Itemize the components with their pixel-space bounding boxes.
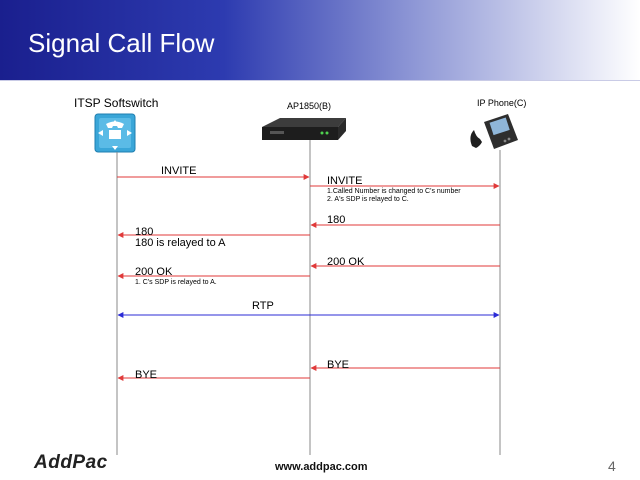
ok-note: 1. C's SDP is relayed to A. — [135, 279, 217, 286]
ok-c-to-b-label: 200 OK — [327, 256, 365, 268]
ip-phone-icon — [470, 114, 518, 149]
ok-b-to-a-label: 200 OK — [135, 266, 173, 278]
page-number: 4 — [608, 458, 616, 474]
ringing-c-to-b-label: 180 — [327, 214, 346, 226]
phone-label: IP Phone(C) — [477, 98, 527, 108]
bye-b-to-a-label: BYE — [135, 369, 158, 381]
gateway-label: AP1850(B) — [287, 101, 332, 111]
gateway-device-icon — [262, 118, 346, 140]
ringing-b-to-a-label: 180 — [135, 226, 154, 238]
rtp-label: RTP — [252, 300, 274, 312]
footer-url[interactable]: www.addpac.com — [275, 461, 368, 473]
addpac-logo: AddPac — [34, 452, 108, 473]
bye-c-to-b-label: BYE — [327, 359, 350, 371]
invite-b-to-c-label: INVITE — [327, 175, 363, 187]
ringing-note: 180 is relayed to A — [135, 237, 226, 249]
invite-a-to-b-label: INVITE — [161, 165, 197, 177]
header-divider — [0, 80, 640, 81]
slide-header: Signal Call Flow — [0, 0, 640, 81]
slide-title: Signal Call Flow — [28, 28, 215, 58]
invite-note-2: 2. A's SDP is relayed to C. — [327, 196, 409, 203]
softswitch-label: ITSP Softswitch — [74, 96, 159, 110]
softswitch-icon — [94, 113, 136, 153]
invite-note-1: 1.Called Number is changed to C's number — [327, 188, 461, 195]
